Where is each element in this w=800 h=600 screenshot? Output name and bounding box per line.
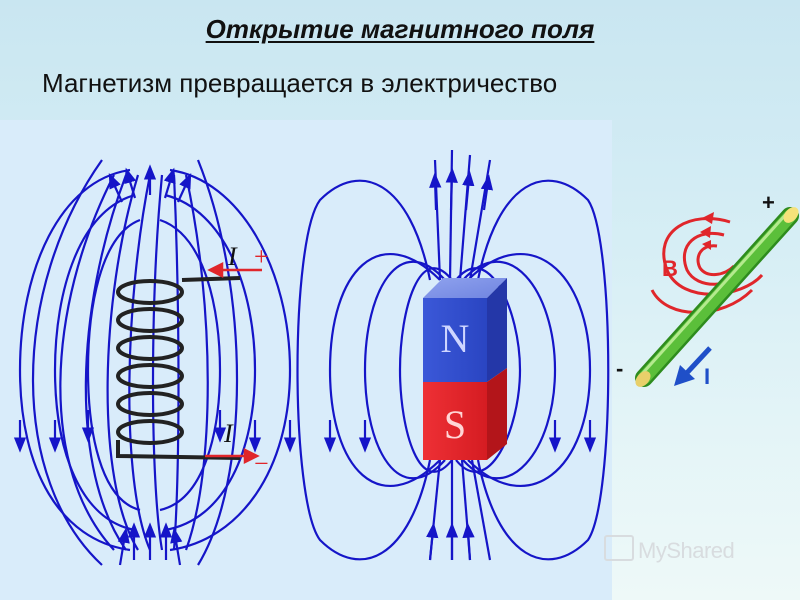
magnet-south-pole — [423, 382, 487, 460]
coil-current-label-bottom: I — [223, 419, 234, 448]
coil — [116, 276, 241, 460]
field-illustration-panel: I + I − — [0, 120, 612, 600]
wire-field-label: B — [662, 256, 678, 281]
bar-magnet: N S — [423, 278, 507, 460]
wire-current-arrow — [674, 346, 712, 386]
watermark-text: MyShared — [638, 538, 735, 563]
field-lines-illustration: I + I − — [13, 149, 610, 566]
wire-current-label: I — [704, 364, 710, 389]
coil-sign-top: + — [254, 242, 269, 271]
magnet-field-lines — [296, 149, 610, 561]
slide-title: Открытие магнитного поля — [205, 14, 595, 44]
magnet-south-label: S — [444, 402, 466, 447]
magnet-north-label: N — [441, 316, 470, 361]
slide-subtitle: Магнетизм превращается в электричество — [42, 68, 558, 98]
wire-minus-label: - — [616, 356, 623, 381]
wire-plus-label: + — [762, 190, 775, 215]
coil-current-arrows — [205, 261, 262, 465]
green-wire — [635, 207, 799, 387]
wire-field-arrowheads — [700, 212, 714, 250]
coil-field-lines — [13, 159, 297, 566]
watermark-logo-icon — [604, 535, 634, 561]
coil-current-label-top: I — [227, 242, 238, 271]
current-wire-illustration: + - B I — [616, 190, 799, 389]
coil-sign-bottom: − — [254, 449, 269, 478]
magnet-north-pole — [423, 298, 487, 382]
watermark: MyShared — [604, 535, 735, 564]
